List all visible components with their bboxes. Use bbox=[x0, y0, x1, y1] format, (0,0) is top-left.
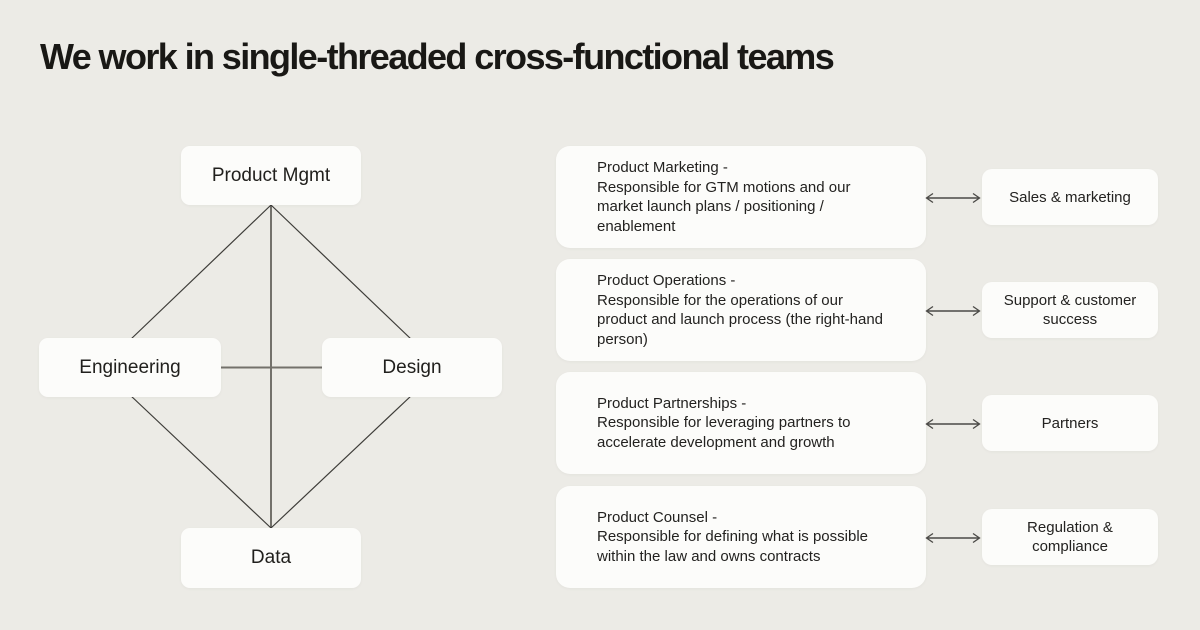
node-design: Design bbox=[322, 338, 502, 397]
counterpart-box-partners: Partners bbox=[982, 395, 1158, 451]
responsibility-row: Product Partnerships - Responsible for l… bbox=[0, 372, 1200, 474]
role-title: Product Partnerships - bbox=[597, 394, 747, 412]
counterpart-box-regulation-compliance: Regulation & compliance bbox=[982, 509, 1158, 565]
counterpart-label: Partners bbox=[1041, 414, 1099, 432]
counterpart-box-support-customer-success: Support & customer success bbox=[982, 282, 1158, 338]
node-label: Design bbox=[382, 356, 442, 378]
counterpart-label: Regulation & compliance bbox=[1027, 519, 1113, 555]
double-arrow-icon bbox=[924, 304, 982, 317]
role-card-product-operations: Product Operations - Responsible for the… bbox=[556, 259, 926, 361]
role-title: Product Counsel - bbox=[597, 508, 718, 526]
role-card-product-marketing: Product Marketing - Responsible for GTM … bbox=[556, 146, 926, 248]
role-title: Product Marketing - bbox=[597, 159, 728, 176]
double-arrow-icon bbox=[924, 417, 982, 430]
role-card-product-partnerships: Product Partnerships - Responsible for l… bbox=[556, 372, 926, 474]
node-product-mgmt: Product Mgmt bbox=[181, 146, 361, 205]
node-engineering: Engineering bbox=[39, 338, 221, 397]
node-label: Product Mgmt bbox=[211, 164, 331, 186]
role-description: Responsible for GTM motions and our mark… bbox=[597, 178, 851, 235]
double-arrow-icon bbox=[924, 191, 982, 204]
role-description: Responsible for leveraging partners to a… bbox=[597, 414, 851, 451]
role-description: Responsible for defining what is possibl… bbox=[597, 528, 868, 565]
responsibility-row: Product Counsel - Responsible for defini… bbox=[0, 486, 1200, 588]
responsibility-row: Product Marketing - Responsible for GTM … bbox=[0, 146, 1200, 248]
node-label: Engineering bbox=[79, 356, 181, 378]
role-description: Responsible for the operations of our pr… bbox=[597, 291, 884, 348]
counterpart-box-sales-marketing: Sales & marketing bbox=[982, 169, 1158, 225]
counterpart-label: Support & customer success bbox=[1003, 292, 1137, 328]
page-title: We work in single-threaded cross-functio… bbox=[40, 36, 835, 77]
role-card-product-counsel: Product Counsel - Responsible for defini… bbox=[556, 486, 926, 588]
responsibility-row: Product Operations - Responsible for the… bbox=[0, 259, 1200, 361]
double-arrow-icon bbox=[924, 531, 982, 544]
node-data: Data bbox=[181, 528, 361, 588]
role-title: Product Operations - bbox=[597, 272, 736, 289]
node-label: Data bbox=[250, 547, 292, 568]
counterpart-label: Sales & marketing bbox=[1009, 188, 1131, 206]
